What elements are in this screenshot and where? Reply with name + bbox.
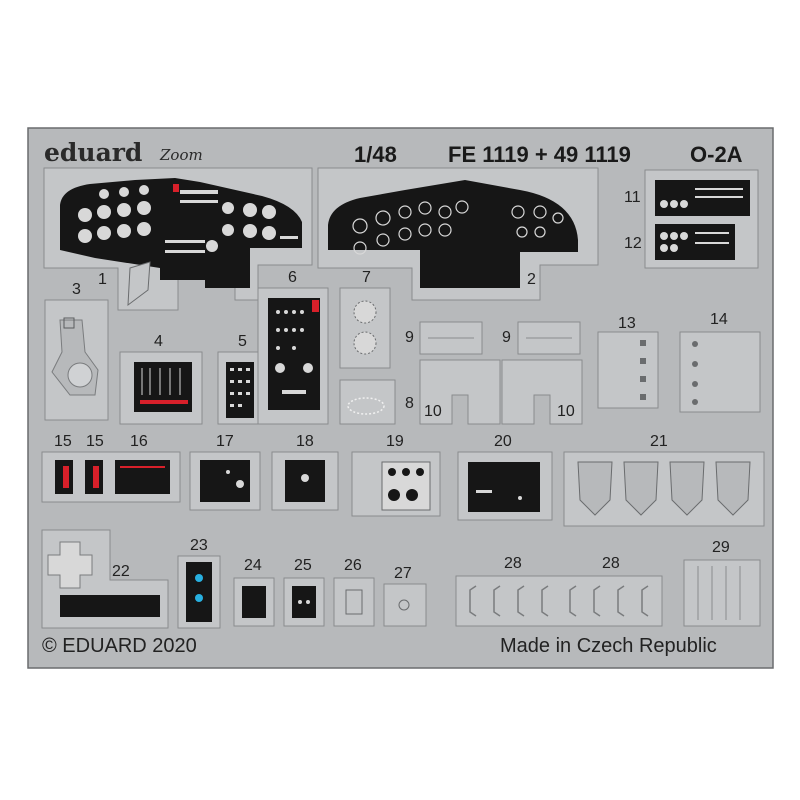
- part-label-6: 6: [288, 269, 297, 286]
- part-13: [597, 331, 659, 409]
- parts-15-16: [41, 451, 181, 503]
- part-22: [41, 529, 169, 629]
- model-name: O-2A: [690, 142, 743, 167]
- part-label-18: 18: [296, 433, 314, 450]
- part-7: [339, 287, 391, 369]
- part-label-1: 1: [98, 271, 107, 288]
- part-label-26: 26: [344, 557, 362, 574]
- part-label-7: 7: [362, 269, 371, 286]
- part-20: [457, 451, 553, 521]
- part-label-17: 17: [216, 433, 234, 450]
- part-28: [455, 575, 663, 627]
- copyright-text: © EDUARD 2020: [42, 635, 197, 657]
- part-label-8: 8: [405, 395, 414, 412]
- part-label-24: 24: [244, 557, 262, 574]
- part-label-5: 5: [238, 333, 247, 350]
- part-4: [119, 351, 203, 425]
- part-label-16: 16: [130, 433, 148, 450]
- part-18: [271, 451, 339, 511]
- part-label-15b: 15: [86, 433, 104, 450]
- part-19: [351, 451, 441, 517]
- part-label-9b: 9: [502, 329, 511, 346]
- part-21: [563, 451, 765, 527]
- part-label-28a: 28: [504, 555, 522, 572]
- product-code: FE 1119 + 49 1119: [448, 142, 631, 167]
- part-label-22: 22: [112, 563, 130, 580]
- part-label-13: 13: [618, 315, 636, 332]
- part-label-19: 19: [386, 433, 404, 450]
- part-label-23: 23: [190, 537, 208, 554]
- brand-sub-logo: Zoom: [160, 146, 203, 164]
- part-label-25: 25: [294, 557, 312, 574]
- parts-9: [419, 321, 581, 355]
- part-label-2: 2: [527, 271, 536, 288]
- part-23: [177, 555, 221, 629]
- parts-10: [419, 359, 583, 425]
- part-label-27: 27: [394, 565, 412, 582]
- part-label-20: 20: [494, 433, 512, 450]
- brand-logo: eduard: [44, 138, 143, 167]
- parts-11-12: [644, 169, 759, 269]
- origin-text: Made in Czech Republic: [500, 635, 717, 657]
- part-label-10b: 10: [557, 403, 575, 420]
- part-29: [683, 559, 761, 627]
- part-3: [44, 299, 109, 421]
- part-label-14: 14: [710, 311, 728, 328]
- part-label-12: 12: [624, 235, 642, 252]
- scale-label: 1/48: [354, 142, 397, 167]
- part-14: [679, 331, 761, 413]
- part-6: [257, 287, 329, 425]
- part-label-29: 29: [712, 539, 730, 556]
- part-1-instrument-panel: [43, 167, 313, 311]
- part-8: [339, 379, 396, 425]
- part-label-10a: 10: [424, 403, 442, 420]
- part-label-4: 4: [154, 333, 163, 350]
- part-label-15a: 15: [54, 433, 72, 450]
- part-label-11: 11: [624, 189, 641, 206]
- part-label-21: 21: [650, 433, 668, 450]
- part-label-9a: 9: [405, 329, 414, 346]
- parts-24-27: [233, 577, 427, 627]
- part-2-instrument-panel: [317, 167, 599, 301]
- part-5: [217, 351, 261, 425]
- part-label-3: 3: [72, 281, 81, 298]
- part-17: [189, 451, 261, 511]
- part-label-28b: 28: [602, 555, 620, 572]
